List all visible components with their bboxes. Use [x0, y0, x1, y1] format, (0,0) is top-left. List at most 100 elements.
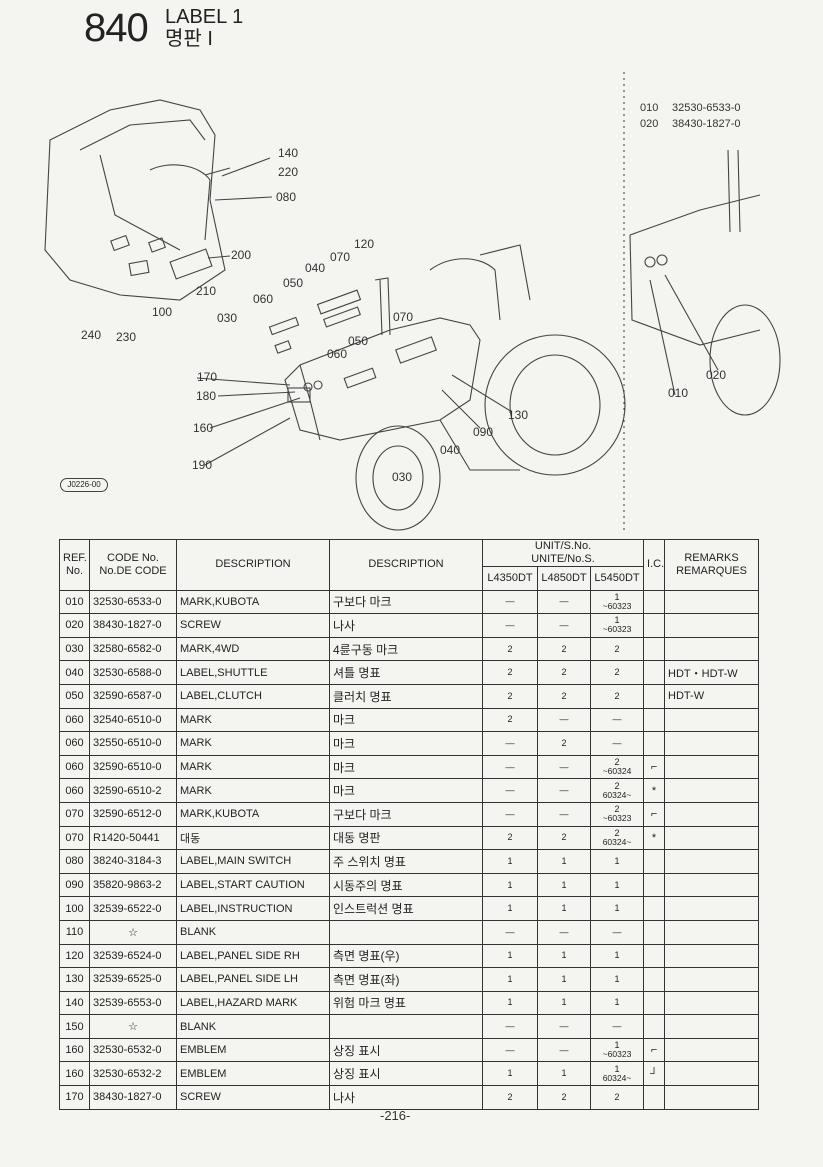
remarks-cell: [664, 919, 760, 945]
parts-diagram: 140 220 080 200 210 100 230 240 120 070 …: [44, 72, 781, 531]
description-en-cell: EMBLEM: [176, 1061, 330, 1087]
table-row: 110☆BLANK———: [59, 919, 760, 945]
description-en-cell: MARK,KUBOTA: [176, 589, 330, 615]
qty-l5450dt: 1: [589, 967, 645, 992]
header-ic: I.C.: [643, 539, 666, 591]
qty-l5450dt: —: [589, 731, 645, 756]
callout: 070: [393, 310, 413, 324]
callout: 220: [278, 165, 298, 179]
qty-l5450dt: 2~60324: [589, 754, 645, 780]
description-en-cell: MARK,4WD: [176, 636, 330, 662]
remarks-cell: [664, 613, 760, 638]
ic-cell: [643, 1085, 666, 1110]
ic-cell: [643, 707, 666, 733]
callout: 140: [278, 146, 298, 160]
callout: 030: [217, 311, 237, 325]
qty-l4850dt: —: [537, 801, 591, 827]
remarks-cell: HDT-W: [664, 683, 760, 709]
callout: 210: [196, 284, 216, 298]
callout: 170: [197, 370, 217, 384]
qty-l4850dt: —: [537, 1037, 591, 1063]
callout: 020: [706, 368, 726, 382]
ic-cell: [643, 589, 666, 615]
ic-cell: [643, 1014, 666, 1039]
qty-l4350dt: —: [482, 1037, 538, 1063]
header-description-en: DESCRIPTION: [176, 539, 330, 591]
description-en-cell: LABEL,MAIN SWITCH: [176, 849, 330, 874]
code-cell: 32590-6510-0: [89, 754, 177, 780]
qty-l4350dt: 2: [482, 683, 538, 709]
remarks-cell: [664, 1037, 760, 1063]
qty-l4850dt: —: [537, 778, 591, 803]
description-en-cell: LABEL,PANEL SIDE RH: [176, 943, 330, 969]
description-ko-cell: 측면 명표(우): [329, 943, 483, 969]
qty-l5450dt: 2: [589, 636, 645, 662]
ref-cell: 120: [59, 943, 90, 969]
callout: 240: [81, 328, 101, 342]
qty-l4850dt: 2: [537, 660, 591, 685]
remarks-cell: [664, 943, 760, 969]
tractor-hood: [284, 317, 481, 441]
qty-l4850dt: 1: [537, 990, 591, 1016]
callout: 070: [330, 250, 350, 264]
ic-cell: [643, 683, 666, 709]
code-cell: 38240-3184-3: [89, 849, 177, 874]
code-cell: 32530-6533-0: [89, 589, 177, 615]
description-ko-cell: 측면 명표(좌): [329, 967, 483, 992]
header-model: L5450DT: [589, 566, 645, 591]
description-en-cell: 대동: [176, 825, 330, 851]
description-en-cell: MARK: [176, 707, 330, 733]
qty-l5450dt: 1: [589, 872, 645, 898]
description-en-cell: LABEL,SHUTTLE: [176, 660, 330, 685]
code-cell: ☆: [89, 1014, 177, 1039]
description-en-cell: LABEL,START CAUTION: [176, 872, 330, 898]
callout: 160: [193, 421, 213, 435]
title-english: LABEL 1: [165, 6, 244, 28]
ic-cell: [643, 896, 666, 921]
callout: 190: [192, 458, 212, 472]
ref-cell: 100: [59, 896, 90, 921]
ref-cell: 070: [59, 801, 90, 827]
remarks-cell: [664, 872, 760, 898]
qty-l5450dt: 1: [589, 896, 645, 921]
ref-cell: 170: [59, 1085, 90, 1110]
header-code: CODE No.No.DE CODE: [89, 539, 177, 591]
qty-l4850dt: 1: [537, 1061, 591, 1087]
description-ko-cell: 대동 명판: [329, 825, 483, 851]
description-en-cell: LABEL,HAZARD MARK: [176, 990, 330, 1016]
qty-l4350dt: —: [482, 613, 538, 638]
table-row: 150☆BLANK———: [59, 1014, 760, 1039]
description-ko-cell: 셔틀 명표: [329, 660, 483, 685]
qty-l4350dt: —: [482, 919, 538, 945]
code-cell: 32539-6553-0: [89, 990, 177, 1016]
qty-l4350dt: 2: [482, 660, 538, 685]
description-ko-cell: 구보다 마크: [329, 801, 483, 827]
description-ko-cell: 상징 표시: [329, 1061, 483, 1087]
callout-labels: 140 220 080 200 210 100 230 240 120 070 …: [81, 146, 726, 484]
parts-table: REF.No. CODE No.No.DE CODE DESCRIPTION D…: [59, 539, 760, 1110]
ref-cell: 020: [59, 613, 90, 638]
remarks-cell: [664, 990, 760, 1016]
remarks-cell: [664, 849, 760, 874]
ref-cell: 040: [59, 660, 90, 685]
callout: 100: [152, 305, 172, 319]
code-cell: 38430-1827-0: [89, 1085, 177, 1110]
qty-l4350dt: 1: [482, 943, 538, 969]
remarks-cell: [664, 896, 760, 921]
code-cell: 32550-6510-0: [89, 731, 177, 756]
qty-l4350dt: 2: [482, 825, 538, 851]
callout: 030: [392, 470, 412, 484]
callout: 010: [668, 386, 688, 400]
qty-l5450dt: 1: [589, 943, 645, 969]
code-cell: ☆: [89, 919, 177, 945]
ic-cell: ⌐: [643, 801, 666, 827]
qty-l4850dt: 1: [537, 967, 591, 992]
